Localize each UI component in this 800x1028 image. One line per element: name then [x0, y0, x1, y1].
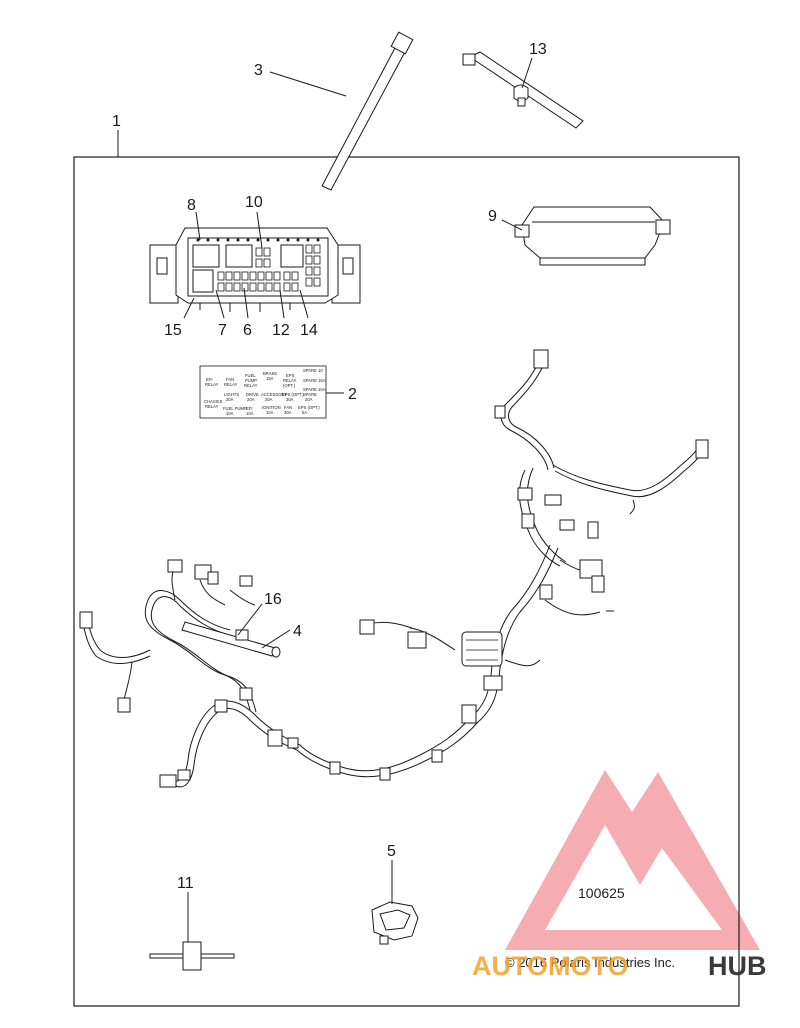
callout-2: 2 [348, 386, 357, 403]
callout-4: 4 [293, 623, 302, 640]
decal-label: FUEL PUMP [223, 406, 247, 411]
decal-label: 20A [265, 397, 273, 402]
callout-1: 1 [112, 113, 121, 130]
decal-label: FAN [284, 405, 292, 410]
decal-label: EPS (OPT.) [282, 392, 304, 397]
callout-3: 3 [254, 62, 263, 79]
decal-label: CHASSIS [204, 399, 223, 404]
decal-label: FAN [226, 377, 234, 382]
decal-label: RELAY [224, 382, 238, 387]
fuse-box-cover-part [501, 206, 671, 266]
callout-9: 9 [488, 208, 497, 225]
callout-7: 7 [218, 322, 227, 339]
callout-16: 16 [264, 591, 282, 608]
decal-label: FUEL [245, 373, 256, 378]
callout-5: 5 [387, 843, 396, 860]
reference-number: 100625 [578, 885, 625, 901]
decal-label: ACCESSORY [261, 392, 287, 397]
watermark-logo [505, 770, 760, 950]
decal-label: 20A [226, 397, 234, 402]
decal-label: EPS [286, 373, 295, 378]
fuse-box-part [149, 211, 361, 319]
decal-label: 10A [246, 411, 254, 416]
decal-label: SPARE 10 [303, 368, 323, 373]
decal-label: 30A [286, 397, 294, 402]
decal-label: EFI [206, 377, 213, 382]
decal-label: 15A [266, 376, 274, 381]
watermark-text-automoto: AUTOMOTO [472, 951, 629, 981]
decal-label: EFI [246, 406, 253, 411]
callout-15: 15 [164, 322, 182, 339]
decal-label: 10A [226, 411, 234, 416]
decal-label: 20A [305, 397, 313, 402]
callout-12: 12 [272, 322, 290, 339]
callout-11: 11 [177, 875, 194, 892]
decal-label: RELAY [205, 382, 219, 387]
decal-label: 5A [302, 410, 307, 415]
decal-label: 10A [266, 410, 274, 415]
relay-connector-part [371, 860, 419, 945]
decal-label: 30A [284, 410, 292, 415]
decal-label: PUMP [245, 378, 257, 383]
callout-10: 10 [245, 194, 263, 211]
watermark-text-hub: HUB [708, 951, 767, 981]
decal-label: BRAKE [263, 371, 277, 376]
kit-border [73, 156, 740, 1007]
decal-label: LIGHTS [224, 392, 239, 397]
cable-tie-part [269, 31, 414, 191]
decal-label: DRIVE [246, 392, 259, 397]
copyright-notice: © 2016 Polaris Industries Inc. [505, 955, 675, 970]
diode-part [149, 892, 235, 971]
callout-14: 14 [300, 322, 318, 339]
decal-label: IGNITION [262, 405, 281, 410]
fuse-decal-part: EFI RELAY FAN RELAY FUEL PUMP RELAY BRAK… [199, 365, 344, 419]
decal-label: SPARE [303, 392, 317, 397]
decal-label: SPARE 15A [303, 378, 326, 383]
decal-label: RELAY [244, 383, 258, 388]
callout-8: 8 [187, 197, 196, 214]
push-clip-tie-part [462, 51, 584, 129]
decal-label: EPS (OPT.) [298, 405, 320, 410]
callout-13: 13 [529, 41, 547, 58]
wire-harness-part [79, 349, 709, 788]
decal-label: 20A [247, 397, 255, 402]
decal-label: SPARE 15A [303, 387, 326, 392]
callout-6: 6 [243, 322, 252, 339]
decal-label: RELAY [205, 404, 219, 409]
decal-label: RELAY [283, 378, 297, 383]
watermark-wordmark: AUTOMOTO HUB [472, 951, 767, 981]
decal-label: (OPT.) [283, 383, 296, 388]
